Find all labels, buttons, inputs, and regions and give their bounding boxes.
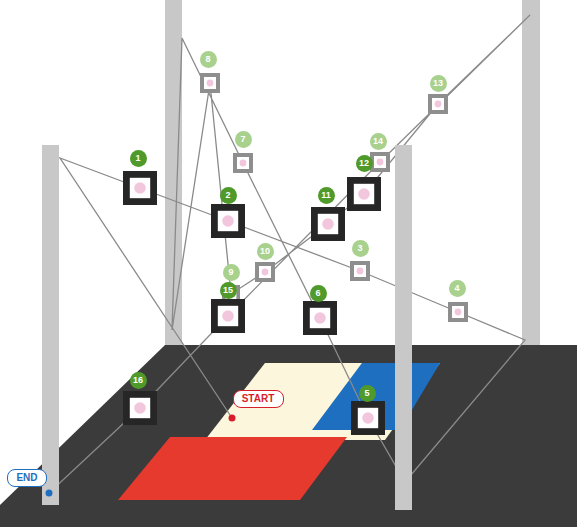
gate — [428, 94, 448, 114]
gate — [347, 177, 381, 211]
pole — [42, 145, 59, 505]
callout-number: 4 — [449, 280, 466, 297]
gate — [200, 73, 220, 93]
start-marker: START — [233, 390, 284, 408]
gate — [311, 207, 345, 241]
start-dot — [229, 415, 236, 422]
callout-number: 8 — [200, 51, 217, 68]
mat — [312, 363, 440, 430]
end-dot — [46, 490, 53, 497]
callout-number: 15 — [220, 282, 237, 299]
gate — [123, 391, 157, 425]
pole — [165, 0, 182, 362]
callout-number: 1 — [130, 150, 147, 167]
callout-number: 14 — [370, 133, 387, 150]
callout-number: 5 — [359, 385, 376, 402]
gate — [448, 302, 468, 322]
gate — [233, 153, 253, 173]
course-line — [49, 15, 530, 493]
marker-text: END — [16, 471, 38, 484]
gate — [123, 171, 157, 205]
callout-number: 9 — [223, 264, 240, 281]
pole — [395, 145, 412, 510]
gate — [370, 152, 390, 172]
callout-number: 12 — [356, 155, 373, 172]
callout-number: 10 — [257, 243, 274, 260]
marker-text: START — [242, 392, 275, 405]
gate — [255, 262, 275, 282]
floor — [0, 345, 577, 527]
gate — [351, 401, 385, 435]
callout-number: 6 — [310, 285, 327, 302]
mat — [118, 437, 347, 500]
callout-number: 16 — [130, 372, 147, 389]
callout-number: 11 — [318, 187, 335, 204]
callout-number: 3 — [352, 240, 369, 257]
gate — [211, 204, 245, 238]
callout-number: 7 — [235, 131, 252, 148]
callout-number: 13 — [430, 75, 447, 92]
callout-number: 2 — [220, 187, 237, 204]
gate — [350, 261, 370, 281]
end-marker: END — [7, 469, 47, 487]
gate — [211, 299, 245, 333]
pole — [522, 0, 540, 362]
gate — [303, 301, 337, 335]
